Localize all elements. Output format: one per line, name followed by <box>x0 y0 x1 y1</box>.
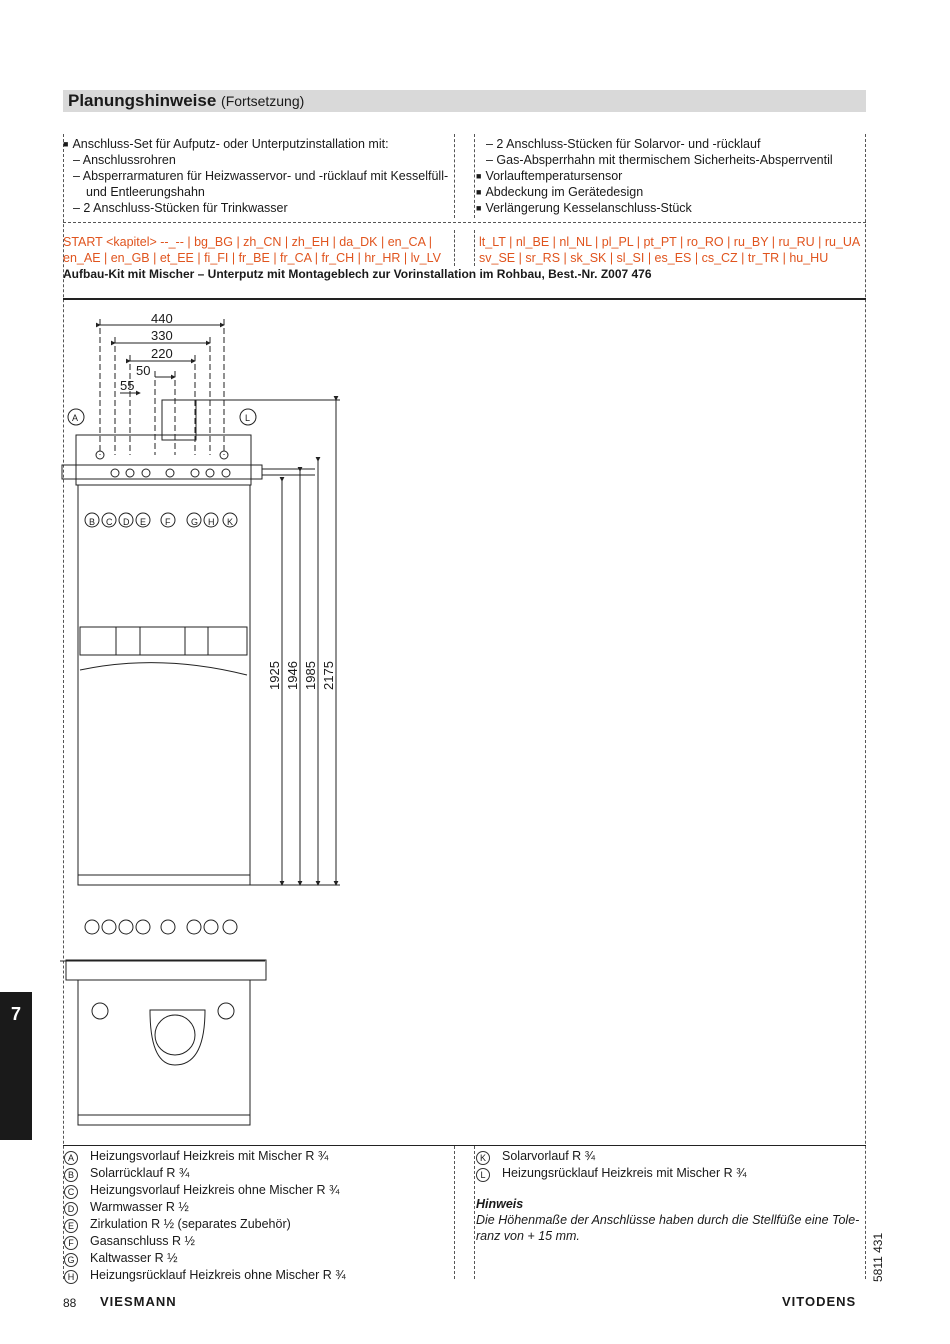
dim-width-330: 330 <box>151 328 173 343</box>
intro-right-line: Vorlauftemperatursensor <box>476 168 833 184</box>
legend-text: Heizungsvorlauf Heizkreis ohne Mischer R… <box>90 1183 340 1197</box>
intro-right-line: Verlängerung Kesselanschluss-Stück <box>476 200 833 216</box>
note-text: Die Höhenmaße der Anschlüsse haben durch… <box>476 1213 860 1227</box>
legend-key: L <box>476 1168 490 1182</box>
dashed-separator <box>63 222 866 223</box>
legend-key: E <box>64 1219 78 1233</box>
legend-text: Heizungsvorlauf Heizkreis mit Mischer R … <box>90 1149 329 1163</box>
legend-left: A Heizungsvorlauf Heizkreis mit Mischer R… <box>64 1148 346 1284</box>
page-title-text: Planungshinweise <box>68 91 217 110</box>
intro-left-line: – Anschlussrohren <box>73 153 176 167</box>
legend-key: G <box>64 1253 78 1267</box>
legend-key: D <box>64 1202 78 1216</box>
legend-item-g: G Kaltwasser R ½ <box>64 1250 346 1267</box>
callout-d: D <box>123 517 130 527</box>
legend-text: Kaltwasser R ½ <box>90 1251 178 1265</box>
page-subtitle: (Fortsetzung) <box>221 93 305 109</box>
column-divider-lang-2 <box>474 230 475 266</box>
legend-item-b: B Solarrücklauf R ¾ <box>64 1165 346 1182</box>
legend-key: H <box>64 1270 78 1284</box>
callout-a: A <box>72 413 79 423</box>
intro-right-line: Abdeckung im Gerätedesign <box>476 184 833 200</box>
page-number: 88 <box>63 1296 77 1310</box>
section-title: Aufbau-Kit mit Mischer – Unterputz mit M… <box>63 267 652 281</box>
intro-left-line: und Entleerungshahn <box>86 185 205 199</box>
chapter-tab <box>0 992 32 1140</box>
lang-line: sv_SE | sr_RS | sk_SK | sl_SI | es_ES | … <box>479 251 829 265</box>
dim-height-2175: 2175 <box>321 661 336 690</box>
legend-text: Heizungsrücklauf Heizkreis ohne Mischer … <box>90 1268 346 1282</box>
note-title: Hinweis <box>476 1197 524 1211</box>
dim-width-50: 50 <box>136 363 151 378</box>
legend-text: Solarvorlauf R ¾ <box>502 1149 596 1163</box>
page-title: Planungshinweise (Fortsetzung) <box>68 91 304 111</box>
intro-left: Anschluss-Set für Aufputz- oder Unterput… <box>63 136 448 216</box>
legend-rule <box>63 1145 866 1146</box>
legend-item-k: K Solarvorlauf R ¾ <box>476 1148 747 1165</box>
legend-key: B <box>64 1168 78 1182</box>
dim-width-220: 220 <box>151 346 173 361</box>
lang-codes-left: START <kapitel> --_-- | bg_BG | zh_CN | … <box>63 234 441 266</box>
intro-right: – 2 Anschluss-Stücken für Solarvor- und … <box>476 136 833 216</box>
legend-item-l: L Heizungsrücklauf Heizkreis mit Mischer … <box>476 1165 747 1182</box>
header-bar <box>63 90 866 112</box>
dim-height-1946: 1946 <box>285 661 300 690</box>
legend-key: C <box>64 1185 78 1199</box>
legend-text: Gasanschluss R ½ <box>90 1234 195 1248</box>
column-divider-top-2 <box>474 134 475 218</box>
note-text: ranz von + 15 mm. <box>476 1229 580 1243</box>
column-divider-legend <box>454 1146 455 1279</box>
legend-item-h: H Heizungsrücklauf Heizkreis ohne Mischer… <box>64 1267 346 1284</box>
column-divider-lang <box>454 230 455 266</box>
callout-b: B <box>89 517 96 527</box>
intro-left-line: Anschluss-Set für Aufputz- oder Unterput… <box>63 136 448 152</box>
note-box: Hinweis Die Höhenmaße der Anschlüsse hab… <box>476 1196 859 1244</box>
intro-left-line: – Absperrarmaturen für Heizwasservor- un… <box>73 169 449 183</box>
callout-f: F <box>165 517 171 527</box>
legend-text: Warmwasser R ½ <box>90 1200 189 1214</box>
frame-left-dashed <box>63 134 64 1279</box>
dim-height-1925: 1925 <box>267 661 282 690</box>
callout-g: G <box>191 517 199 527</box>
legend-item-c: C Heizungsvorlauf Heizkreis ohne Mischer … <box>64 1182 346 1199</box>
dim-height-1985: 1985 <box>303 661 318 690</box>
legend-key: A <box>64 1151 78 1165</box>
chapter-number: 7 <box>10 1004 21 1024</box>
legend-text: Solarrücklauf R ¾ <box>90 1166 190 1180</box>
callout-h: H <box>208 517 215 527</box>
dim-width-440: 440 <box>151 311 173 326</box>
lang-line: lt_LT | nl_BE | nl_NL | pl_PL | pt_PT | … <box>479 235 861 249</box>
legend-item-e: E Zirkulation R ½ (separates Zubehör) <box>64 1216 346 1233</box>
legend-item-f: F Gasanschluss R ½ <box>64 1233 346 1250</box>
callout-k: K <box>227 517 234 527</box>
intro-left-line: – 2 Anschluss-Stücken für Trinkwasser <box>73 201 288 215</box>
legend-item-a: A Heizungsvorlauf Heizkreis mit Mischer R… <box>64 1148 346 1165</box>
legend-text: Heizungsrücklauf Heizkreis mit Mischer R… <box>502 1166 747 1180</box>
intro-right-line: – Gas-Absperrhahn mit thermischem Sicher… <box>486 153 833 167</box>
viessmann-logo: VIESMANN <box>100 1294 177 1309</box>
technical-drawing <box>60 319 340 1126</box>
intro-right-line: – 2 Anschluss-Stücken für Solarvor- und … <box>486 137 761 151</box>
callout-l: L <box>245 413 251 423</box>
lang-line: START <kapitel> --_-- | bg_BG | zh_CN | … <box>63 235 432 249</box>
section-rule <box>63 298 866 300</box>
callout-e: E <box>140 517 147 527</box>
vitodens-logo: VITODENS <box>782 1294 857 1309</box>
legend-text: Zirkulation R ½ (separates Zubehör) <box>90 1217 291 1231</box>
legend-right: K Solarvorlauf R ¾ L Heizungsrücklauf Heiz… <box>476 1148 747 1182</box>
column-divider-top <box>454 134 455 218</box>
callout-c: C <box>106 517 113 527</box>
column-divider-legend-2 <box>474 1146 475 1279</box>
doc-number: 5811 431 <box>871 1232 885 1282</box>
dim-width-55: 55 <box>120 378 135 393</box>
legend-key: K <box>476 1151 490 1165</box>
legend-item-d: D Warmwasser R ½ <box>64 1199 346 1216</box>
frame-right-dashed <box>865 134 866 1279</box>
legend-key: F <box>64 1236 78 1250</box>
lang-codes-right: lt_LT | nl_BE | nl_NL | pl_PL | pt_PT | … <box>479 234 860 266</box>
lang-line: en_AE | en_GB | et_EE | fi_FI | fr_BE | … <box>63 251 441 265</box>
